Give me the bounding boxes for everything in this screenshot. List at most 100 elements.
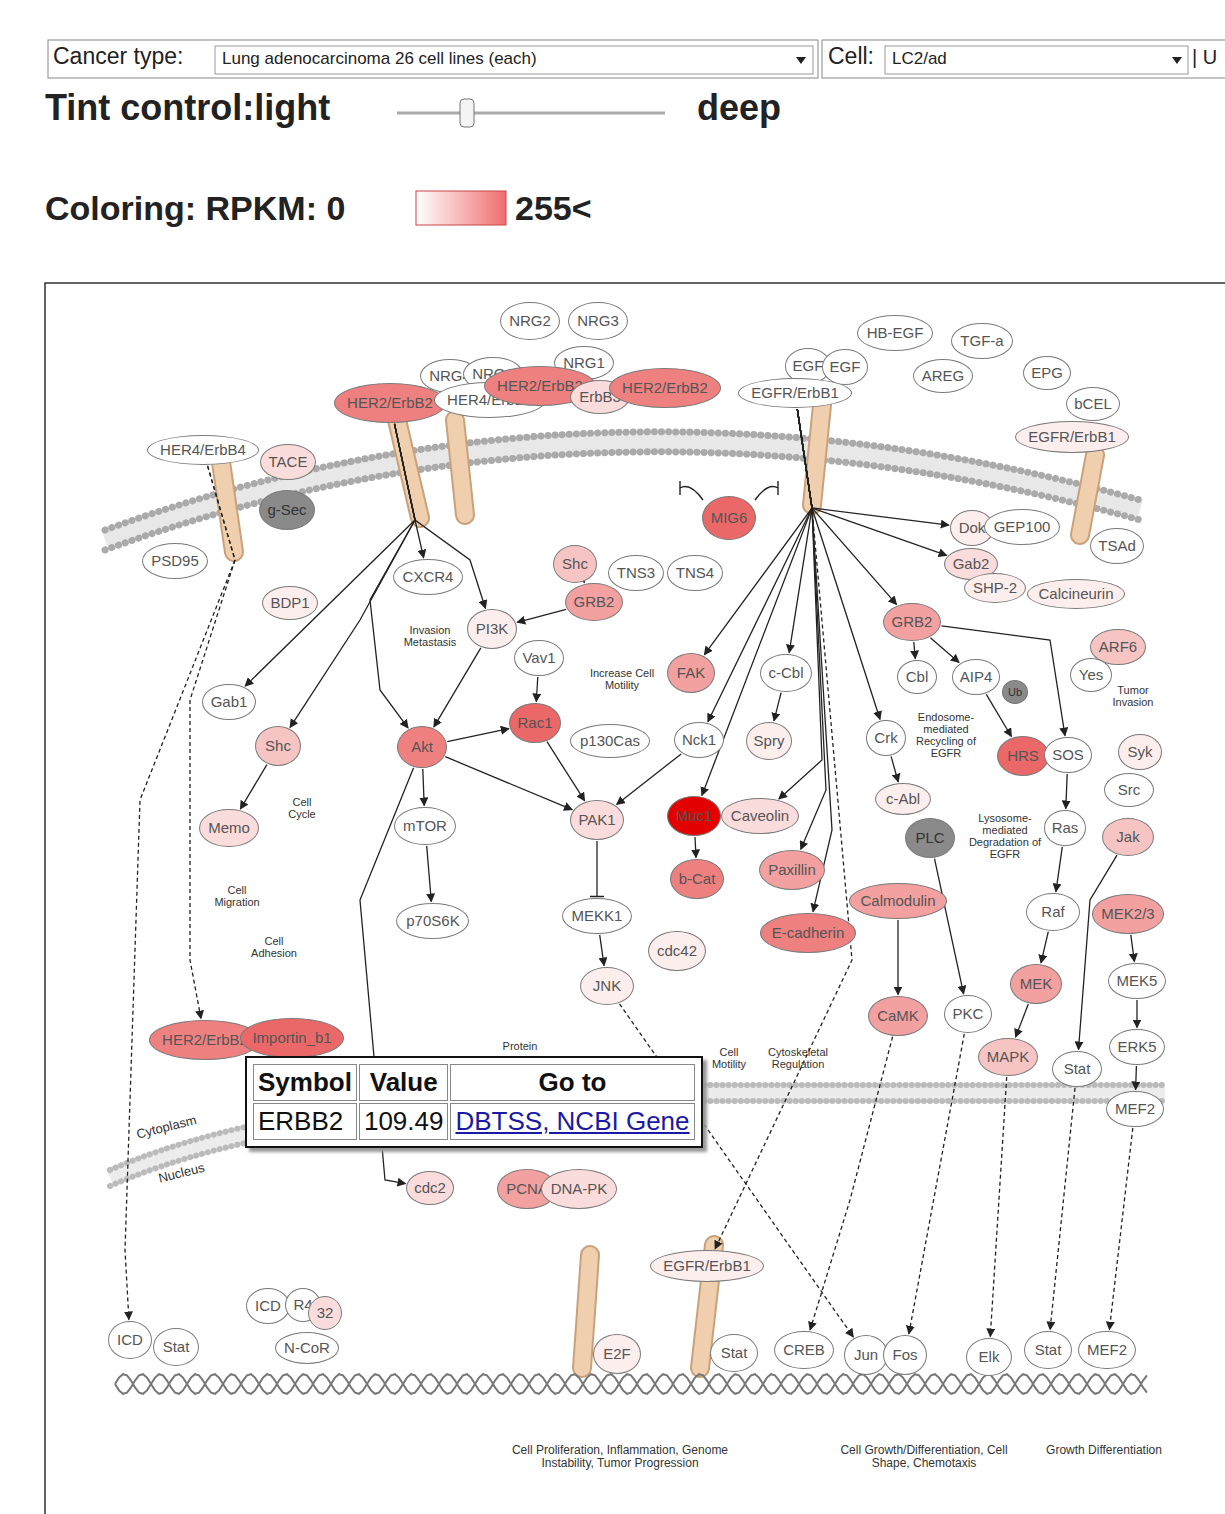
gene-symbol: Cbl [906, 669, 929, 686]
signal-arrow [891, 756, 898, 781]
gene-node: BDP1 [262, 586, 318, 620]
color-scale [416, 191, 506, 225]
signal-arrow [708, 409, 812, 722]
signal-arrow [935, 859, 964, 994]
gene-symbol: cdc42 [657, 943, 697, 960]
gene-node: GRB2 [883, 603, 941, 641]
select-frame [48, 40, 818, 78]
gene-node: SHP-2 [964, 573, 1026, 603]
gene-node: b-Cat [670, 859, 723, 899]
gene-node: Fos [883, 1335, 927, 1375]
gene-symbol: p130Cas [580, 733, 640, 750]
gene-node: Stat [1052, 1051, 1102, 1087]
gene-node: Importin_b1 [240, 1018, 343, 1058]
gene-symbol: Raf [1041, 904, 1064, 921]
gene-node: Nck1 [674, 722, 724, 758]
gene-node: DNA-PK [541, 1169, 618, 1209]
gene-symbol: HER2/ErbB2 [162, 1032, 248, 1049]
gene-symbol: E-cadherin [772, 925, 845, 942]
gene-node: Calmodulin [849, 883, 948, 919]
annotation-text: Growth Differentiation [1029, 1444, 1179, 1457]
gene-symbol: E2F [603, 1346, 631, 1363]
gene-node: ICD [246, 1288, 290, 1324]
annotation-text: Nucleus [157, 1161, 206, 1186]
table-cell: ERBB2 [253, 1103, 357, 1140]
gene-node: TNS4 [667, 555, 722, 591]
gene-node: MIG6 [702, 496, 755, 540]
annotation-text: Lysosome-mediated Degradation of EGFR [968, 812, 1042, 860]
gene-symbol: MEK [1020, 976, 1053, 993]
gene-symbol: NRG2 [509, 313, 551, 330]
gene-node: PLC [905, 818, 955, 858]
gene-symbol: Nck1 [682, 732, 716, 749]
gene-symbol: Gab1 [211, 694, 248, 711]
control-text: | U [1192, 46, 1217, 68]
signal-arrow [596, 841, 597, 897]
control-text: LC2/ad [892, 50, 947, 69]
annotation-text: Cell Migration [207, 884, 267, 908]
gene-symbol: TNS4 [676, 565, 714, 582]
gene-symbol: PSD95 [151, 553, 199, 570]
gene-symbol: Crk [874, 730, 897, 747]
gene-node: EGFR/ErbB1 [738, 378, 851, 408]
gene-symbol: HER2/ErbB2 [347, 395, 433, 412]
gene-node: cdc2 [406, 1171, 453, 1205]
gene-node: AIP4 [952, 659, 1000, 695]
gene-node: c-Abl [875, 783, 931, 815]
signal-arrow [427, 846, 432, 902]
control-text: 255< [515, 190, 592, 227]
gene-node: GEP100 [984, 509, 1061, 545]
gene-symbol: GRB2 [574, 594, 615, 611]
gene-node: Shc [553, 545, 597, 583]
annotation-text: Protein [490, 1040, 550, 1052]
gene-symbol: Ras [1052, 820, 1079, 837]
signal-arrow [447, 729, 509, 742]
gene-symbol: DNA-PK [551, 1181, 608, 1198]
signal-arrow [423, 769, 424, 806]
gene-symbol: Src [1118, 782, 1141, 799]
gene-node: PI3K [467, 609, 517, 649]
translocation-arrow [1050, 1088, 1075, 1330]
signal-arrow [245, 424, 415, 686]
gene-symbol: g-Sec [267, 502, 306, 519]
gene-node: PSD95 [142, 543, 208, 579]
gene-symbol: Ub [1008, 686, 1022, 698]
gene-node: EGFR/ErbB1 [1015, 421, 1128, 453]
gene-symbol: PKC [953, 1006, 984, 1023]
annotation-text: Cell Cycle [282, 796, 322, 820]
gene-node: MEK2/3 [1092, 894, 1165, 934]
annotation-text: Cell Growth/Differentiation, Cell Shape,… [834, 1444, 1014, 1470]
table-cell: DBTSS, NCBI Gene [450, 1103, 694, 1140]
gene-symbol: MEKK1 [572, 908, 623, 925]
annotation-text: Increase Cell Motility [577, 667, 667, 691]
gene-symbol: Calmodulin [860, 893, 935, 910]
annotation-text: Cytoskeletal Regulation [758, 1046, 838, 1070]
gene-symbol: EGFR/ErbB1 [1028, 429, 1116, 446]
gene-symbol: HB-EGF [867, 325, 924, 342]
gene-symbol: ICD [255, 1298, 281, 1315]
gene-symbol: Stat [721, 1345, 748, 1362]
annotation-text: Cell Proliferation, Inflammation, Genome… [490, 1444, 750, 1470]
gene-symbol: PI3K [476, 621, 509, 638]
gene-node: Spry [746, 722, 792, 760]
control-text: Cancer type: [53, 44, 183, 69]
gene-symbol: Stat [1035, 1342, 1062, 1359]
gene-symbol: c-Abl [886, 791, 920, 808]
gene-symbol: Yes [1079, 667, 1103, 684]
gene-node: Raf [1026, 893, 1080, 931]
gene-symbol: PLC [915, 830, 944, 847]
control-text: Tint control:light [45, 88, 330, 128]
gene-symbol: Jak [1116, 829, 1139, 846]
gene-node: Src [1104, 773, 1154, 807]
gene-node: Memo [199, 809, 258, 847]
gene-symbol: ARF6 [1099, 639, 1137, 656]
gene-symbol: Stat [163, 1339, 190, 1356]
gene-node: TNS3 [608, 555, 663, 591]
gene-node: Elk [966, 1338, 1012, 1376]
gene-node: Rac1 [509, 703, 560, 743]
gene-node: EGFR/ErbB1 [650, 1250, 763, 1282]
gene-symbol: Fos [892, 1347, 917, 1364]
annotation-text: Endosome-mediated Recycling of EGFR [911, 711, 981, 759]
gene-node: CaMK [868, 996, 927, 1036]
gene-symbol: Memo [208, 820, 250, 837]
